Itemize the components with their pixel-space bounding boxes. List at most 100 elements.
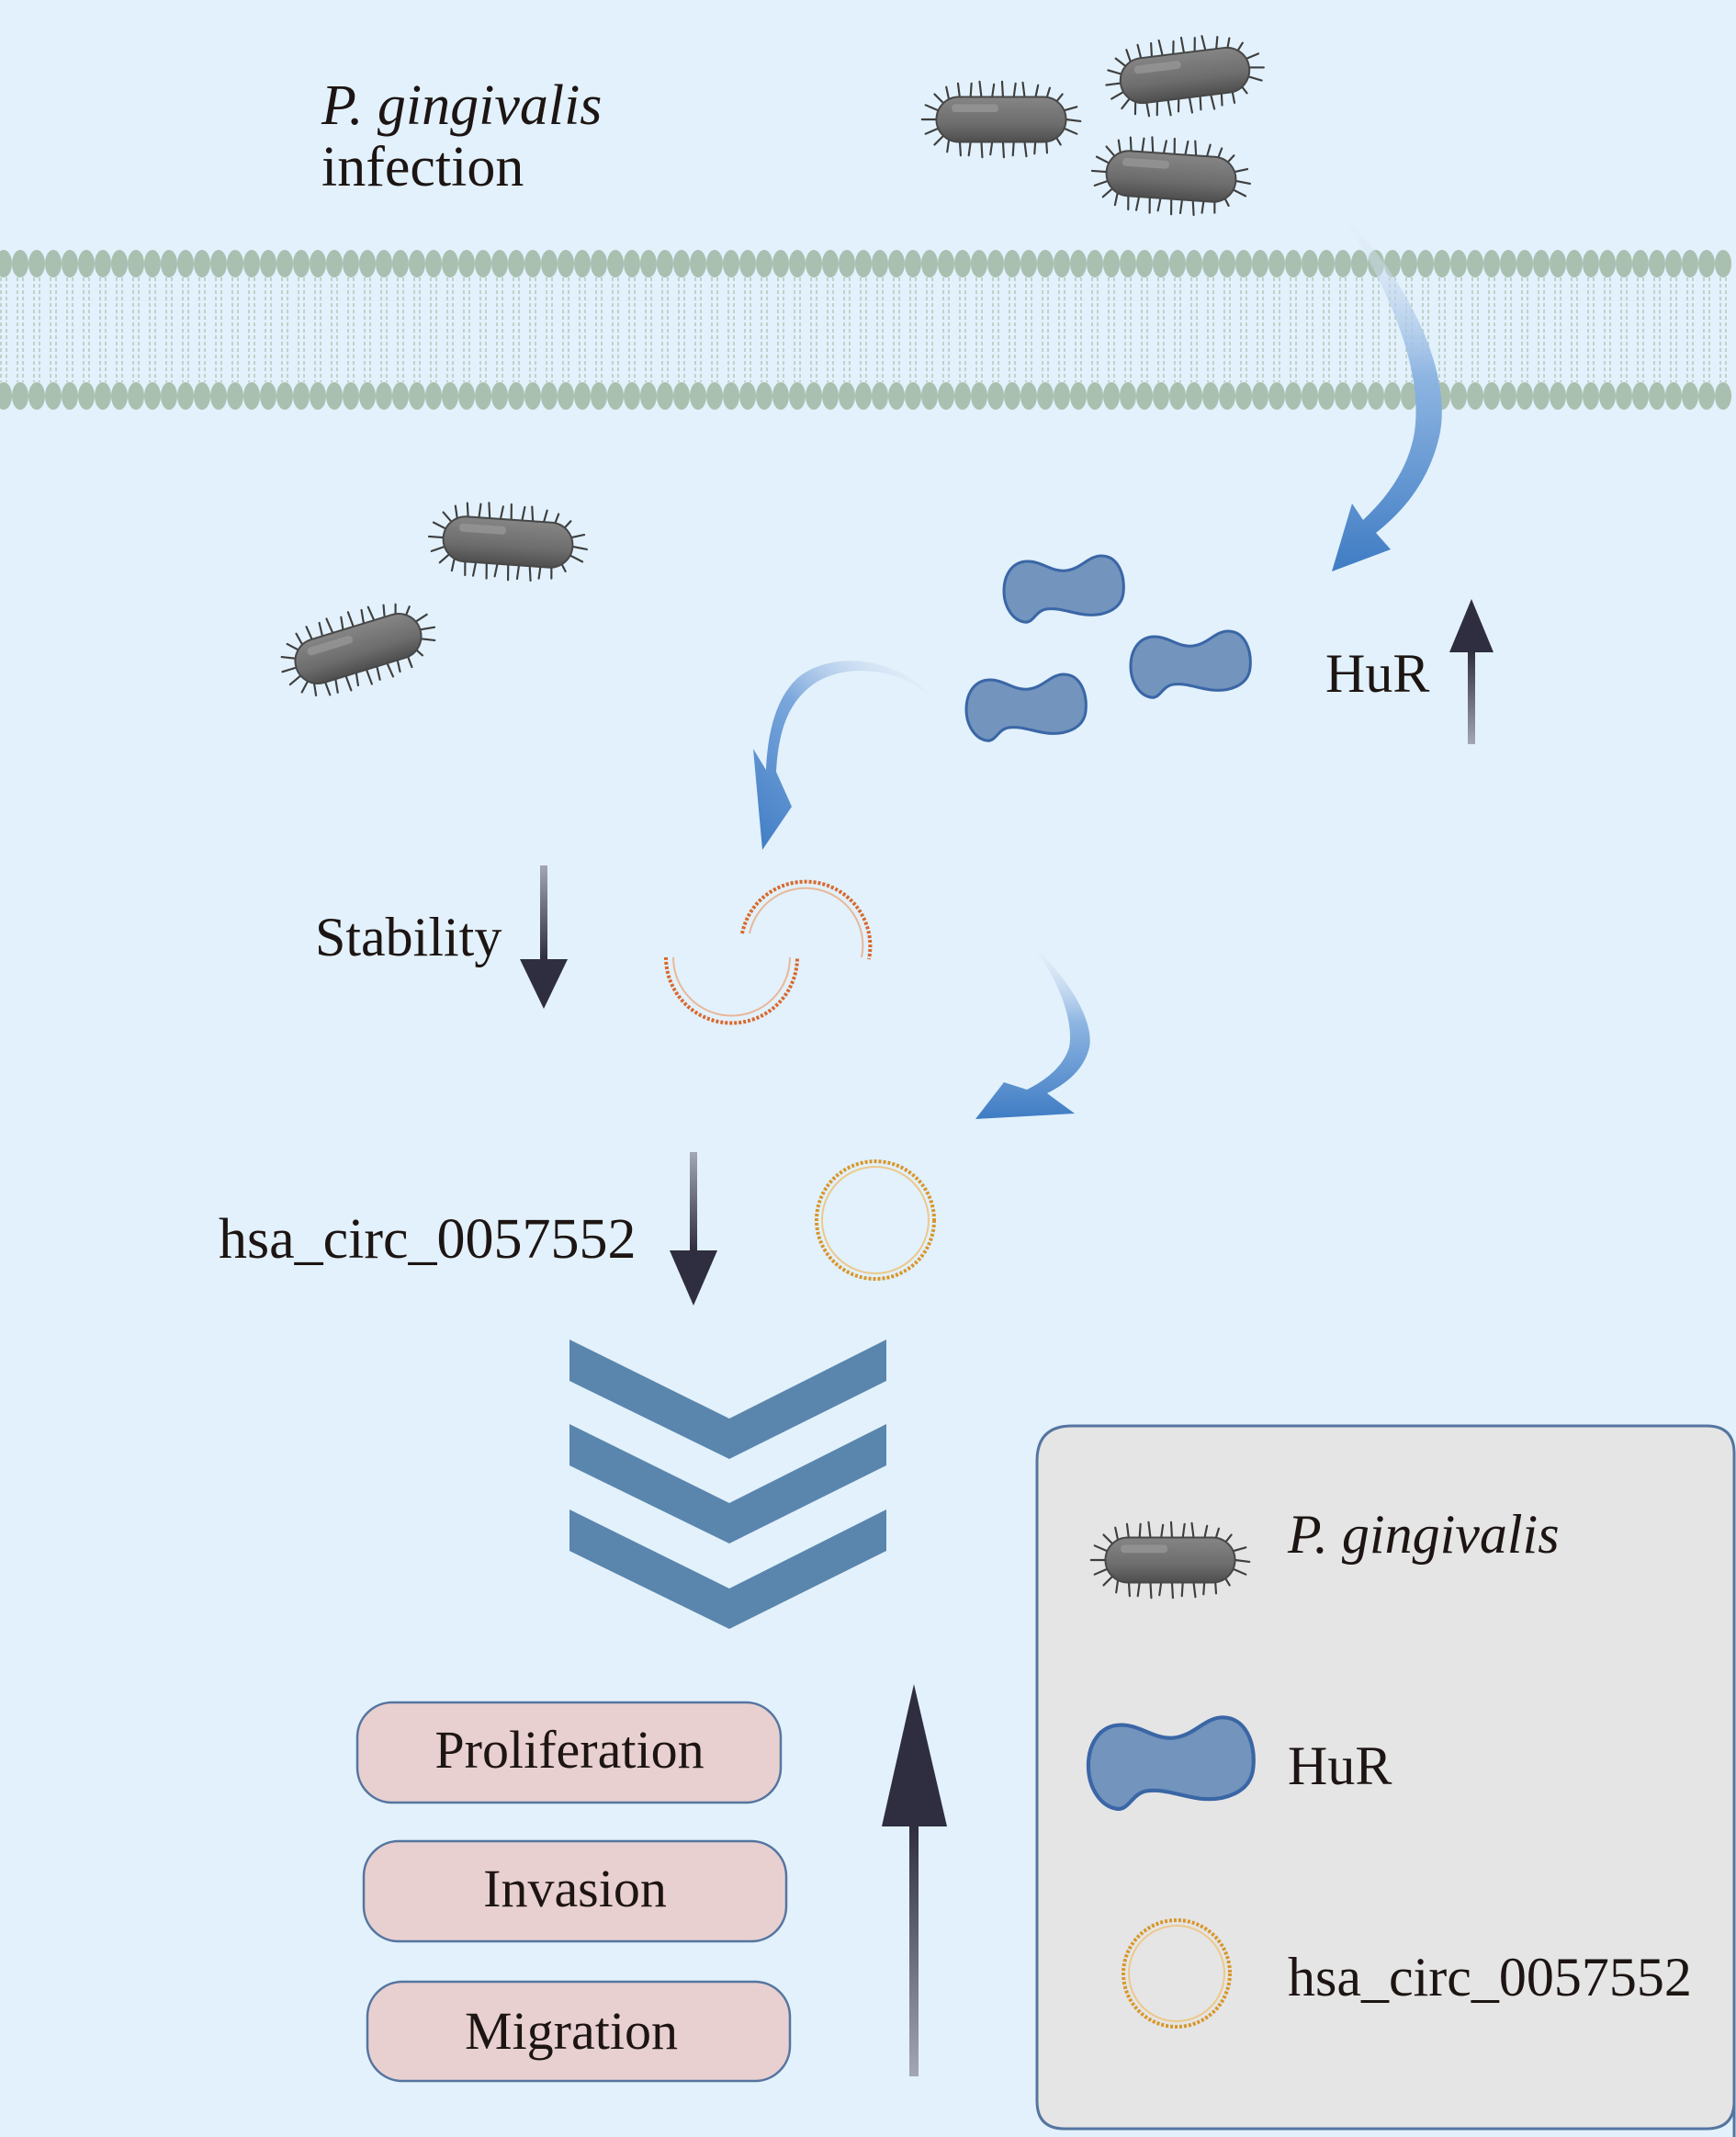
lipid-head xyxy=(111,250,128,277)
lipid-head xyxy=(1268,250,1285,277)
lipid-head xyxy=(756,250,772,277)
lipid-head xyxy=(144,250,161,277)
lipid-head xyxy=(574,250,591,277)
lipid-head xyxy=(1384,382,1401,410)
lipid-head xyxy=(772,250,789,277)
lipid-head xyxy=(1351,250,1368,277)
lipid-head xyxy=(45,250,62,277)
lipid-head xyxy=(1583,382,1599,410)
lipid-head xyxy=(1285,382,1302,410)
lipid-head xyxy=(161,382,177,410)
lipid-head xyxy=(839,382,855,410)
lipid-head xyxy=(1434,250,1450,277)
lipid-head xyxy=(657,250,673,277)
lipid-head xyxy=(690,382,706,410)
lipid-head xyxy=(558,382,574,410)
lipid-head xyxy=(524,382,541,410)
lipid-head xyxy=(293,382,310,410)
lipid-head xyxy=(128,250,144,277)
lipid-head xyxy=(1219,250,1235,277)
lipid-head xyxy=(1649,250,1665,277)
lipid-head xyxy=(1632,382,1649,410)
outcome-label: Proliferation xyxy=(434,1720,704,1780)
lipid-head xyxy=(1302,250,1318,277)
infection-organism-label: P. gingivalis xyxy=(321,74,602,137)
lipid-head xyxy=(640,382,657,410)
lipid-head xyxy=(541,382,558,410)
lipid-head xyxy=(1219,382,1235,410)
lipid-head xyxy=(657,382,673,410)
degraded-circrna-inner xyxy=(672,887,864,1017)
lipid-head xyxy=(376,382,392,410)
lipid-head xyxy=(12,382,28,410)
legend-item-bacterium: P. gingivalis xyxy=(1089,1504,1560,1600)
lipid-head xyxy=(78,250,95,277)
legend-label: P. gingivalis xyxy=(1287,1504,1560,1565)
lipid-head xyxy=(1698,250,1715,277)
lipid-head xyxy=(458,382,475,410)
lipid-head xyxy=(1103,250,1120,277)
lipid-head xyxy=(276,382,293,410)
lipid-head xyxy=(954,250,971,277)
lipid-head xyxy=(1037,382,1054,410)
lipid-head xyxy=(1186,250,1202,277)
stability-decrease-arrow-icon xyxy=(520,865,568,1009)
lipid-head xyxy=(376,250,392,277)
lipid-head xyxy=(194,250,210,277)
lipid-head xyxy=(624,250,640,277)
lipid-head xyxy=(739,382,756,410)
lipid-head xyxy=(723,382,739,410)
lipid-head xyxy=(1153,250,1169,277)
outcome-label: Migration xyxy=(465,2001,678,2061)
lipid-head xyxy=(310,382,326,410)
lipid-head xyxy=(194,382,210,410)
lipid-head xyxy=(28,250,45,277)
lipid-head xyxy=(326,382,343,410)
lipid-head xyxy=(1070,250,1087,277)
lipid-head xyxy=(392,250,409,277)
lipid-head xyxy=(210,250,227,277)
outcome-list: Proliferation Invasion Migration xyxy=(355,1701,792,2083)
lipid-head xyxy=(1516,382,1533,410)
lipid-head xyxy=(1583,250,1599,277)
lipid-head xyxy=(276,250,293,277)
lipid-head xyxy=(409,250,425,277)
legend-item-hur: HuR xyxy=(1088,1717,1392,1809)
flow-arrow-hur-to-circrna xyxy=(753,661,930,850)
lipid-head xyxy=(359,250,376,277)
lipid-head xyxy=(541,250,558,277)
lipid-head xyxy=(938,382,954,410)
lipid-head xyxy=(78,382,95,410)
lipid-head xyxy=(1417,250,1434,277)
lipid-head xyxy=(987,250,1004,277)
lipid-head xyxy=(558,250,574,277)
outcomes-increase-arrow-icon xyxy=(882,1684,947,2076)
lipid-head xyxy=(1351,382,1368,410)
lipid-head xyxy=(62,250,78,277)
lipid-head xyxy=(227,250,243,277)
lipid-head xyxy=(1070,382,1087,410)
lipid-head xyxy=(855,382,872,410)
lipid-head xyxy=(1550,250,1566,277)
lipid-head xyxy=(1616,382,1632,410)
lipid-head xyxy=(1054,250,1070,277)
lipid-head xyxy=(227,382,243,410)
legend-item-circrna: hsa_circ_0057552 xyxy=(1122,1918,1692,2029)
flow-arrow-to-intact-circrna xyxy=(975,942,1090,1119)
lipid-head xyxy=(1302,382,1318,410)
outcome-proliferation: Proliferation xyxy=(355,1701,783,1804)
lipid-head xyxy=(1335,250,1351,277)
lipid-head xyxy=(442,250,458,277)
lipid-head xyxy=(987,382,1004,410)
lipid-head xyxy=(839,250,855,277)
lipid-head xyxy=(1599,382,1616,410)
lipid-head xyxy=(971,382,987,410)
lipid-head xyxy=(1252,382,1268,410)
lipid-head xyxy=(1450,382,1467,410)
circrna-icon xyxy=(1122,1918,1232,2029)
circrna-decrease-arrow-icon xyxy=(670,1152,717,1306)
lipid-head xyxy=(1120,382,1136,410)
lipid-head xyxy=(1087,250,1103,277)
lipid-head xyxy=(0,250,12,277)
